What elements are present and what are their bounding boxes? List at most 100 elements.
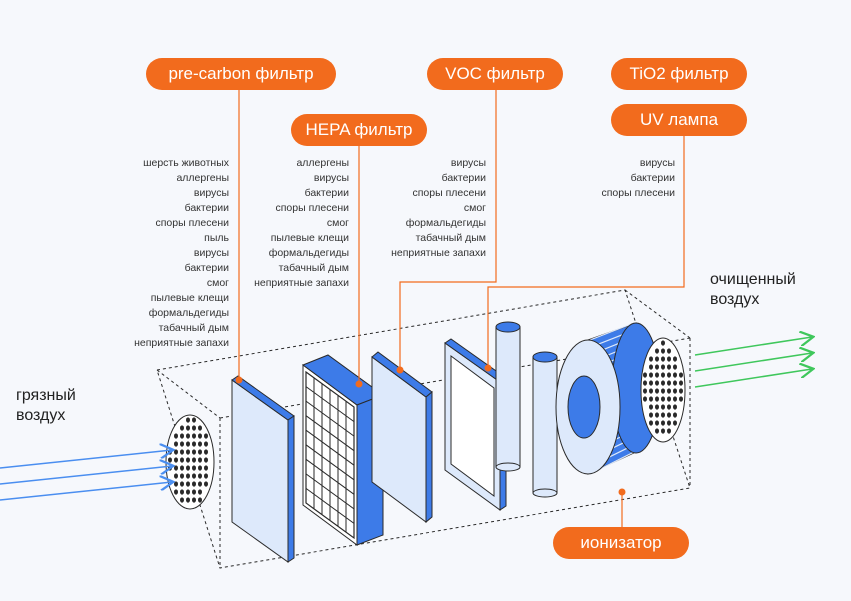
grille-hole xyxy=(198,481,202,487)
list-item: пылевые клещи xyxy=(150,292,229,304)
clean-air-label-line: воздух xyxy=(710,291,760,308)
grille-hole xyxy=(186,497,190,503)
grille-hole xyxy=(186,473,190,479)
grille-hole xyxy=(174,441,178,447)
pre-carbon-pollutant-list: шерсть животных аллергены вирусы бактери… xyxy=(134,156,229,351)
grille-hole xyxy=(667,380,671,386)
grille-hole xyxy=(649,364,653,370)
dirty-air-label: грязный воздух xyxy=(16,386,76,426)
list-item: формальдегиды xyxy=(405,217,486,229)
grille-hole xyxy=(661,348,665,354)
grille-hole xyxy=(168,457,172,463)
grille-hole xyxy=(186,489,190,495)
grille-hole xyxy=(649,380,653,386)
grille-hole xyxy=(655,380,659,386)
grille-hole xyxy=(204,465,208,471)
voc-pollutant-list: вирусы бактерии споры плесени смог форма… xyxy=(391,156,486,261)
grille-hole xyxy=(198,473,202,479)
hepa-mesh-line xyxy=(305,473,355,510)
grille-hole xyxy=(679,380,683,386)
list-item: споры плесени xyxy=(601,187,676,199)
grille-hole xyxy=(180,465,184,471)
list-item: смог xyxy=(326,217,349,229)
voc-filter xyxy=(371,351,433,524)
grille-hole xyxy=(655,388,659,394)
hepa-pollutant-list: аллергены вирусы бактерии споры плесени … xyxy=(254,156,349,291)
grille-hole xyxy=(186,465,190,471)
list-item: вирусы xyxy=(450,157,486,169)
dirty-air-arrows xyxy=(0,450,172,501)
grille-hole xyxy=(198,425,202,431)
grille-hole xyxy=(667,388,671,394)
grille-hole xyxy=(174,457,178,463)
grille-hole xyxy=(667,364,671,370)
grille-hole xyxy=(673,396,677,402)
list-item: формальдегиды xyxy=(268,247,349,259)
grille-hole xyxy=(204,473,208,479)
grille-hole xyxy=(174,465,178,471)
hepa-mesh-line xyxy=(305,444,355,481)
grille-hole xyxy=(174,489,178,495)
grille-hole xyxy=(661,388,665,394)
grille-hole xyxy=(673,420,677,426)
grille-hole xyxy=(673,356,677,362)
grille-hole xyxy=(198,497,202,503)
grille-hole xyxy=(198,433,202,439)
tio2-pollutant-list: вирусы бактерии споры плесени xyxy=(602,156,676,201)
grille-hole xyxy=(180,425,184,431)
ionizer-label: ионизатор xyxy=(553,527,689,559)
grille-hole xyxy=(655,364,659,370)
tio2-filter-label: TiO2 фильтр xyxy=(611,58,747,90)
list-item: табачный дым xyxy=(415,232,486,244)
list-item: бактерии xyxy=(304,187,349,199)
grille-hole xyxy=(204,441,208,447)
grille-hole xyxy=(649,420,653,426)
grille-hole xyxy=(198,465,202,471)
grille-hole xyxy=(192,441,196,447)
grille-hole xyxy=(661,420,665,426)
grille-hole xyxy=(186,417,190,423)
list-item: неприятные запахи xyxy=(254,277,349,289)
uv-lamp xyxy=(495,321,558,498)
grille-hole xyxy=(649,396,653,402)
ionizer-fan xyxy=(555,322,661,475)
grille-hole xyxy=(180,497,184,503)
grille-hole xyxy=(192,425,196,431)
grille-hole xyxy=(198,457,202,463)
hepa-mesh-line xyxy=(305,458,355,495)
grille-hole xyxy=(673,412,677,418)
grille-hole xyxy=(186,457,190,463)
grille-hole xyxy=(667,348,671,354)
dirty-air-label-line: воздух xyxy=(16,407,66,424)
grille-hole xyxy=(192,473,196,479)
list-item: формальдегиды xyxy=(148,307,229,319)
grille-hole xyxy=(198,449,202,455)
list-item: вирусы xyxy=(313,172,349,184)
clean-air-label-line: очищенный xyxy=(710,271,796,288)
list-item: пылевые клещи xyxy=(270,232,349,244)
hepa-filter-label: HEPA фильтр xyxy=(291,114,427,146)
grille-hole xyxy=(667,396,671,402)
list-item: неприятные запахи xyxy=(391,247,486,259)
grille-hole xyxy=(192,497,196,503)
grille-hole xyxy=(679,372,683,378)
grille-hole xyxy=(673,364,677,370)
grille-hole xyxy=(667,420,671,426)
grille-hole xyxy=(174,449,178,455)
grille-hole xyxy=(649,372,653,378)
grille-hole xyxy=(673,372,677,378)
grille-hole xyxy=(192,465,196,471)
grille-hole xyxy=(661,412,665,418)
grille-hole xyxy=(186,425,190,431)
grille-hole xyxy=(174,481,178,487)
grille-hole xyxy=(180,481,184,487)
grille-hole xyxy=(186,433,190,439)
hepa-mesh-line xyxy=(305,386,355,423)
hepa-mesh-line xyxy=(305,415,355,452)
list-item: смог xyxy=(206,277,229,289)
grille-hole xyxy=(192,433,196,439)
hepa-mesh-line xyxy=(305,487,355,524)
list-item: споры плесени xyxy=(412,187,487,199)
grille-hole xyxy=(673,388,677,394)
grille-hole xyxy=(649,388,653,394)
